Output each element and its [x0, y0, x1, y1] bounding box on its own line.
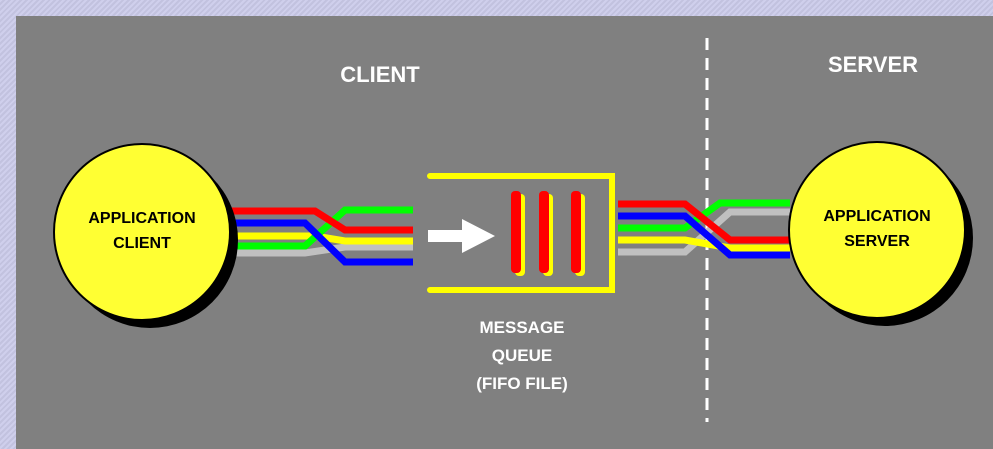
wire-yellow-left — [230, 232, 413, 245]
application-server-node: APPLICATION SERVER — [788, 141, 973, 326]
queue-label-line2: QUEUE — [492, 346, 552, 365]
wire-blue-left — [230, 219, 413, 266]
queued-message-3 — [571, 191, 581, 273]
message-queue-box — [427, 173, 615, 293]
client-node-label-line2: CLIENT — [113, 235, 171, 252]
wire-blue-right — [618, 212, 790, 259]
wire-green-left — [230, 206, 413, 250]
client-node-circle — [53, 143, 231, 321]
wire-yellow-right — [618, 236, 790, 252]
server-node-label-line2: SERVER — [844, 233, 910, 250]
queued-message-1 — [511, 191, 521, 273]
server-node-circle — [788, 141, 966, 319]
server-cable — [618, 199, 790, 259]
client-cable — [230, 206, 413, 266]
wire-red-left — [230, 207, 413, 234]
client-region-label: CLIENT — [340, 62, 420, 87]
queue-input-arrow-icon — [428, 219, 495, 253]
wire-gray-left — [230, 243, 413, 257]
client-node-label-line1: APPLICATION — [88, 210, 195, 227]
queued-messages — [511, 191, 585, 276]
queue-outline — [427, 173, 615, 293]
queued-message-2 — [539, 191, 549, 273]
wire-red-right — [618, 200, 790, 244]
server-region-label: SERVER — [828, 52, 918, 77]
server-node-label-line1: APPLICATION — [823, 208, 930, 225]
queue-label-line1: MESSAGE — [479, 318, 564, 337]
queue-label-line3: (FIFO FILE) — [476, 374, 568, 393]
application-client-node: APPLICATION CLIENT — [53, 143, 238, 328]
